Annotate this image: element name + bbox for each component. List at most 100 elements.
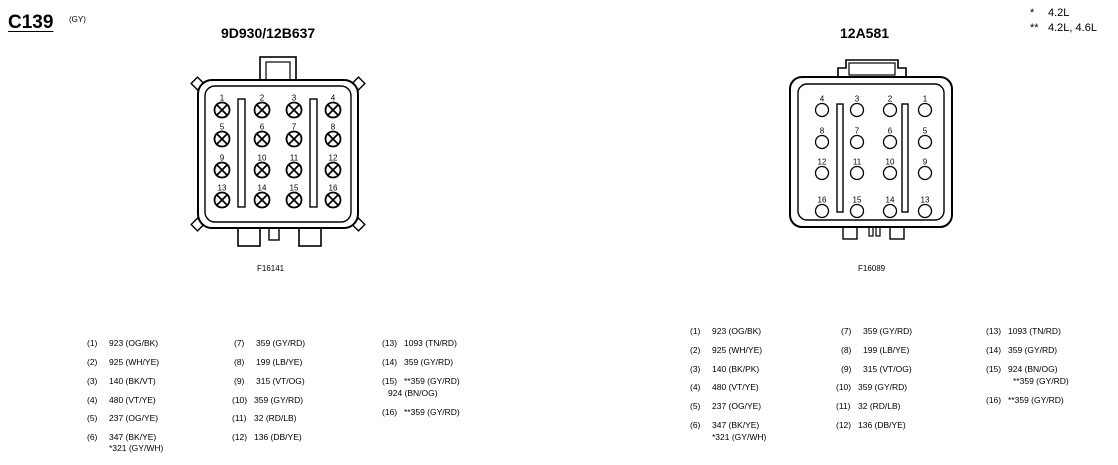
pin-number-label: 7 (292, 123, 297, 132)
pin-number-label: 5 (220, 123, 225, 132)
pin-cross-mark (256, 104, 268, 116)
pin-number-label: 6 (888, 127, 893, 136)
pin-row: (1)923 (OG/BK) (690, 326, 762, 336)
pin-number-label: 9 (220, 154, 225, 163)
pin-number-label: 8 (331, 123, 336, 132)
pin-number-label: 2 (260, 94, 265, 103)
pin-number-label: 14 (258, 184, 267, 193)
pin-number-label: 16 (818, 196, 827, 205)
legend-item: *4.2L (1030, 7, 1070, 19)
pin-cross-mark (327, 133, 339, 145)
pin-row: (5)237 (OG/YE) (87, 413, 159, 423)
pin-number-label: 4 (331, 94, 336, 103)
pin-cross-mark (216, 194, 228, 206)
pin-row-continuation: *321 (GY/WH) (109, 443, 164, 453)
pin-number-label: 1 (923, 95, 928, 104)
engine-legend: *4.2L **4.2L, 4.6L (1030, 6, 1097, 36)
pin-row: (13)1093 (TN/RD) (986, 326, 1061, 336)
pin-cross-mark (216, 133, 228, 145)
connector-color: (GY) (69, 15, 86, 24)
pin-row: (7)359 (GY/RD) (234, 338, 306, 348)
pin-number-label: 10 (886, 158, 895, 167)
pin-row: (15)**359 (GY/RD) (382, 376, 460, 386)
connector-pin (849, 203, 865, 219)
pin-number-label: 16 (329, 184, 338, 193)
pin-number-label: 6 (260, 123, 265, 132)
pin-row: (11)32 (RD/LB) (232, 413, 297, 423)
connector-pin (917, 165, 933, 181)
legend-item: **4.2L, 4.6L (1030, 22, 1097, 34)
pin-cross-mark (327, 164, 339, 176)
left-connector-title: 9D930/12B637 (221, 25, 316, 41)
pin-cross-mark (288, 104, 300, 116)
connector-pin (917, 102, 933, 118)
pin-cross-mark (256, 164, 268, 176)
pin-row-continuation: *321 (GY/WH) (712, 432, 767, 442)
pin-cross-mark (256, 194, 268, 206)
connector-pin (814, 165, 830, 181)
pin-row: (6)347 (BK/YE) (690, 420, 760, 430)
pin-number-label: 15 (853, 196, 862, 205)
pin-row: (12)136 (DB/YE) (232, 432, 302, 442)
pin-row: (9)315 (VT/OG) (234, 376, 305, 386)
pin-number-label: 10 (258, 154, 267, 163)
pin-cross-mark (288, 194, 300, 206)
pin-row: (14)359 (GY/RD) (382, 357, 454, 367)
pin-number-label: 3 (292, 94, 297, 103)
pin-row: (16)**359 (GY/RD) (382, 407, 460, 417)
pin-number-label: 12 (329, 154, 338, 163)
connector-pin (917, 203, 933, 219)
pin-number-label: 2 (888, 95, 893, 104)
pin-row: (9)315 (VT/OG) (841, 364, 912, 374)
pin-number-label: 13 (218, 184, 227, 193)
pin-row: (1)923 (OG/BK) (87, 338, 159, 348)
pin-cross-mark (216, 164, 228, 176)
pin-number-label: 11 (853, 158, 862, 167)
pin-row: (14)359 (GY/RD) (986, 345, 1058, 355)
pin-row: (2)925 (WH/YE) (690, 345, 763, 355)
pin-number-label: 11 (290, 154, 299, 163)
connector-pin (849, 102, 865, 118)
connector-pin (882, 165, 898, 181)
connector-pin (849, 134, 865, 150)
pin-row: (11)32 (RD/LB) (836, 401, 901, 411)
right-connector-title: 12A581 (840, 25, 890, 41)
connector-pin (882, 102, 898, 118)
connector-pin (814, 203, 830, 219)
pin-number-label: 13 (921, 196, 930, 205)
pin-number-label: 7 (855, 127, 860, 136)
pin-number-label: 3 (855, 95, 860, 104)
pin-row-continuation: **359 (GY/RD) (1013, 376, 1069, 386)
connector-pin (882, 203, 898, 219)
pin-cross-mark (216, 104, 228, 116)
left-figure-code: F16141 (257, 264, 285, 273)
pin-row: (3)140 (BK/VT) (87, 376, 156, 386)
pin-cross-mark (288, 133, 300, 145)
pin-cross-mark (327, 104, 339, 116)
pin-row: (8)199 (LB/YE) (234, 357, 303, 367)
pin-row: (10)359 (GY/RD) (836, 382, 908, 392)
connector-pin (849, 165, 865, 181)
pin-number-label: 5 (923, 127, 928, 136)
pin-row: (2)925 (WH/YE) (87, 357, 160, 367)
pin-row: (13)1093 (TN/RD) (382, 338, 457, 348)
pin-row: (5)237 (OG/YE) (690, 401, 762, 411)
pin-number-label: 9 (923, 158, 928, 167)
connector-id: C139 (8, 12, 54, 33)
right-figure-code: F16089 (858, 264, 886, 273)
connector-pin (917, 134, 933, 150)
connector-pin (814, 134, 830, 150)
pin-row: (10)359 (GY/RD) (232, 395, 304, 405)
pin-row: (7)359 (GY/RD) (841, 326, 913, 336)
pin-cross-mark (256, 133, 268, 145)
pin-row: (15)924 (BN/OG) (986, 364, 1058, 374)
pin-row: (16)**359 (GY/RD) (986, 395, 1064, 405)
pin-number-label: 8 (820, 127, 825, 136)
pin-row-continuation: 924 (BN/OG) (388, 388, 438, 398)
pin-cross-mark (327, 194, 339, 206)
pin-row: (4)480 (VT/YE) (87, 395, 156, 405)
pin-row: (12)136 (DB/YE) (836, 420, 906, 430)
connector-pin (882, 134, 898, 150)
pin-row: (6)347 (BK/YE) (87, 432, 157, 442)
